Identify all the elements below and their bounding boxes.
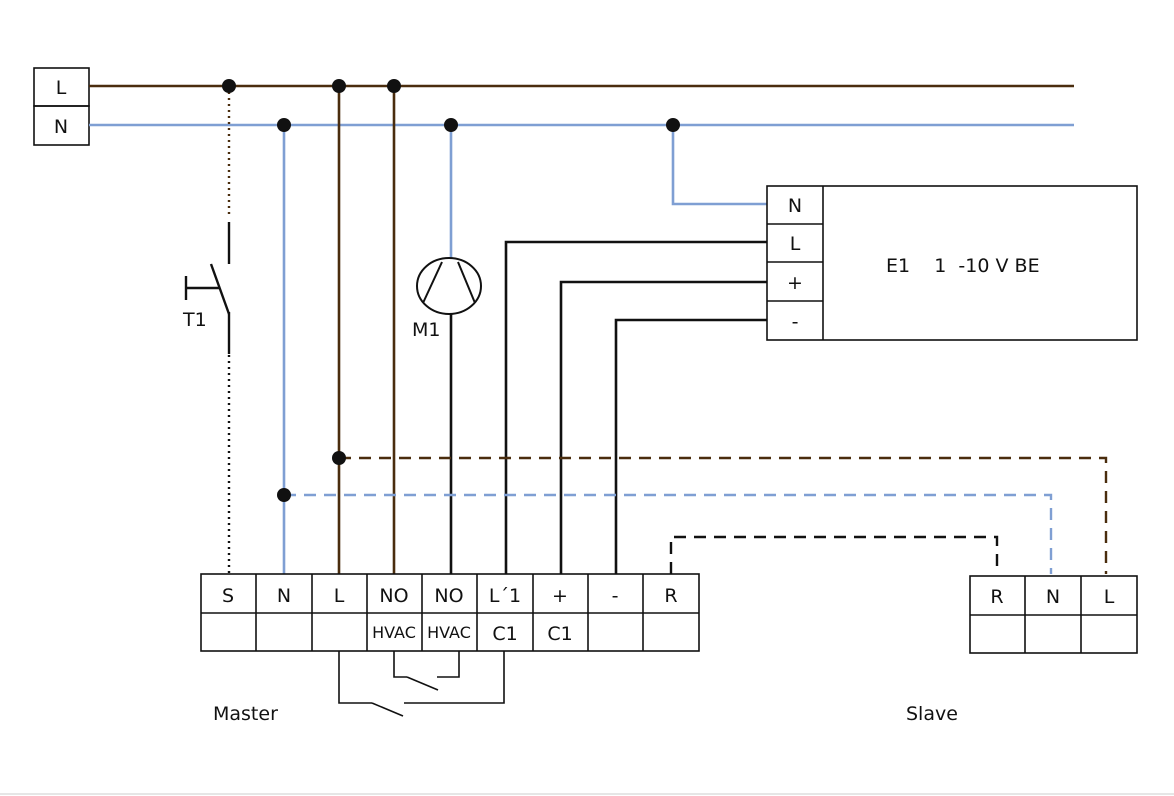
driver-label: E1 1 -10 V BE — [886, 255, 1040, 277]
master-terminal-labels: S N L NO NO L´1 + - R HVAC HVAC C1 C1 — [222, 585, 678, 645]
master-terminal-hvac-2: HVAC — [427, 623, 471, 642]
master-relay-contacts — [338, 651, 505, 717]
switch-t1-symbol — [184, 222, 231, 354]
master-terminal-no-2: NO — [434, 585, 463, 607]
master-terminal-c1-2: C1 — [547, 623, 572, 645]
master-terminal-plus: + — [552, 585, 568, 607]
wire-minus-to-driver-minus — [614, 318, 767, 574]
hvac-contact-left — [393, 651, 407, 678]
master-terminal-n: N — [277, 585, 291, 607]
master-terminal-s: S — [222, 585, 234, 607]
c1-contact-right — [404, 651, 505, 704]
slave-r-wire — [669, 535, 999, 574]
slave-terminal-l: L — [1104, 586, 1115, 608]
master-terminal-l: L — [334, 585, 345, 607]
slave-terminal-r: R — [990, 586, 1003, 608]
switch-label: T1 — [182, 309, 207, 331]
slave-terminal-n: N — [1046, 586, 1060, 608]
junction-dots — [222, 79, 680, 502]
neutral-wires — [282, 125, 767, 574]
master-terminal-l1: L´1 — [489, 585, 521, 607]
driver-terminal-minus: - — [792, 311, 799, 333]
slave-terminal-block — [969, 575, 1138, 654]
master-terminal-minus: - — [612, 585, 619, 607]
master-terminal-hvac-1: HVAC — [372, 623, 416, 642]
hvac-contact-right — [437, 651, 460, 678]
supply-neutral-label: N — [54, 116, 68, 138]
slave-live-wire — [339, 456, 1108, 574]
neutral-wire-driver — [671, 125, 767, 206]
c1-contact-blade — [371, 702, 404, 717]
driver-terminal-plus: + — [787, 272, 803, 294]
c1-contact-left — [338, 651, 372, 704]
driver-terminal-l: L — [790, 233, 801, 255]
live-wires — [337, 86, 396, 574]
master-terminal-r: R — [664, 585, 677, 607]
driver-terminal-n: N — [788, 195, 802, 217]
slave-neutral-wire — [284, 493, 1053, 574]
hvac-contact-blade — [406, 676, 439, 691]
slave-label: Slave — [906, 703, 958, 725]
master-terminal-c1-1: C1 — [492, 623, 517, 645]
driver-e1 — [766, 185, 1138, 341]
motor-label: M1 — [412, 319, 440, 341]
control-wires — [504, 240, 767, 574]
master-terminal-block — [200, 573, 700, 652]
driver-body — [766, 185, 1138, 341]
master-label: Master — [213, 703, 278, 725]
master-terminal-no-1: NO — [379, 585, 408, 607]
supply-live-label: L — [56, 77, 67, 99]
motor-m1-symbol — [416, 257, 482, 315]
wire-l1-to-driver-l — [504, 240, 767, 574]
wire-plus-to-driver-plus — [559, 280, 767, 574]
